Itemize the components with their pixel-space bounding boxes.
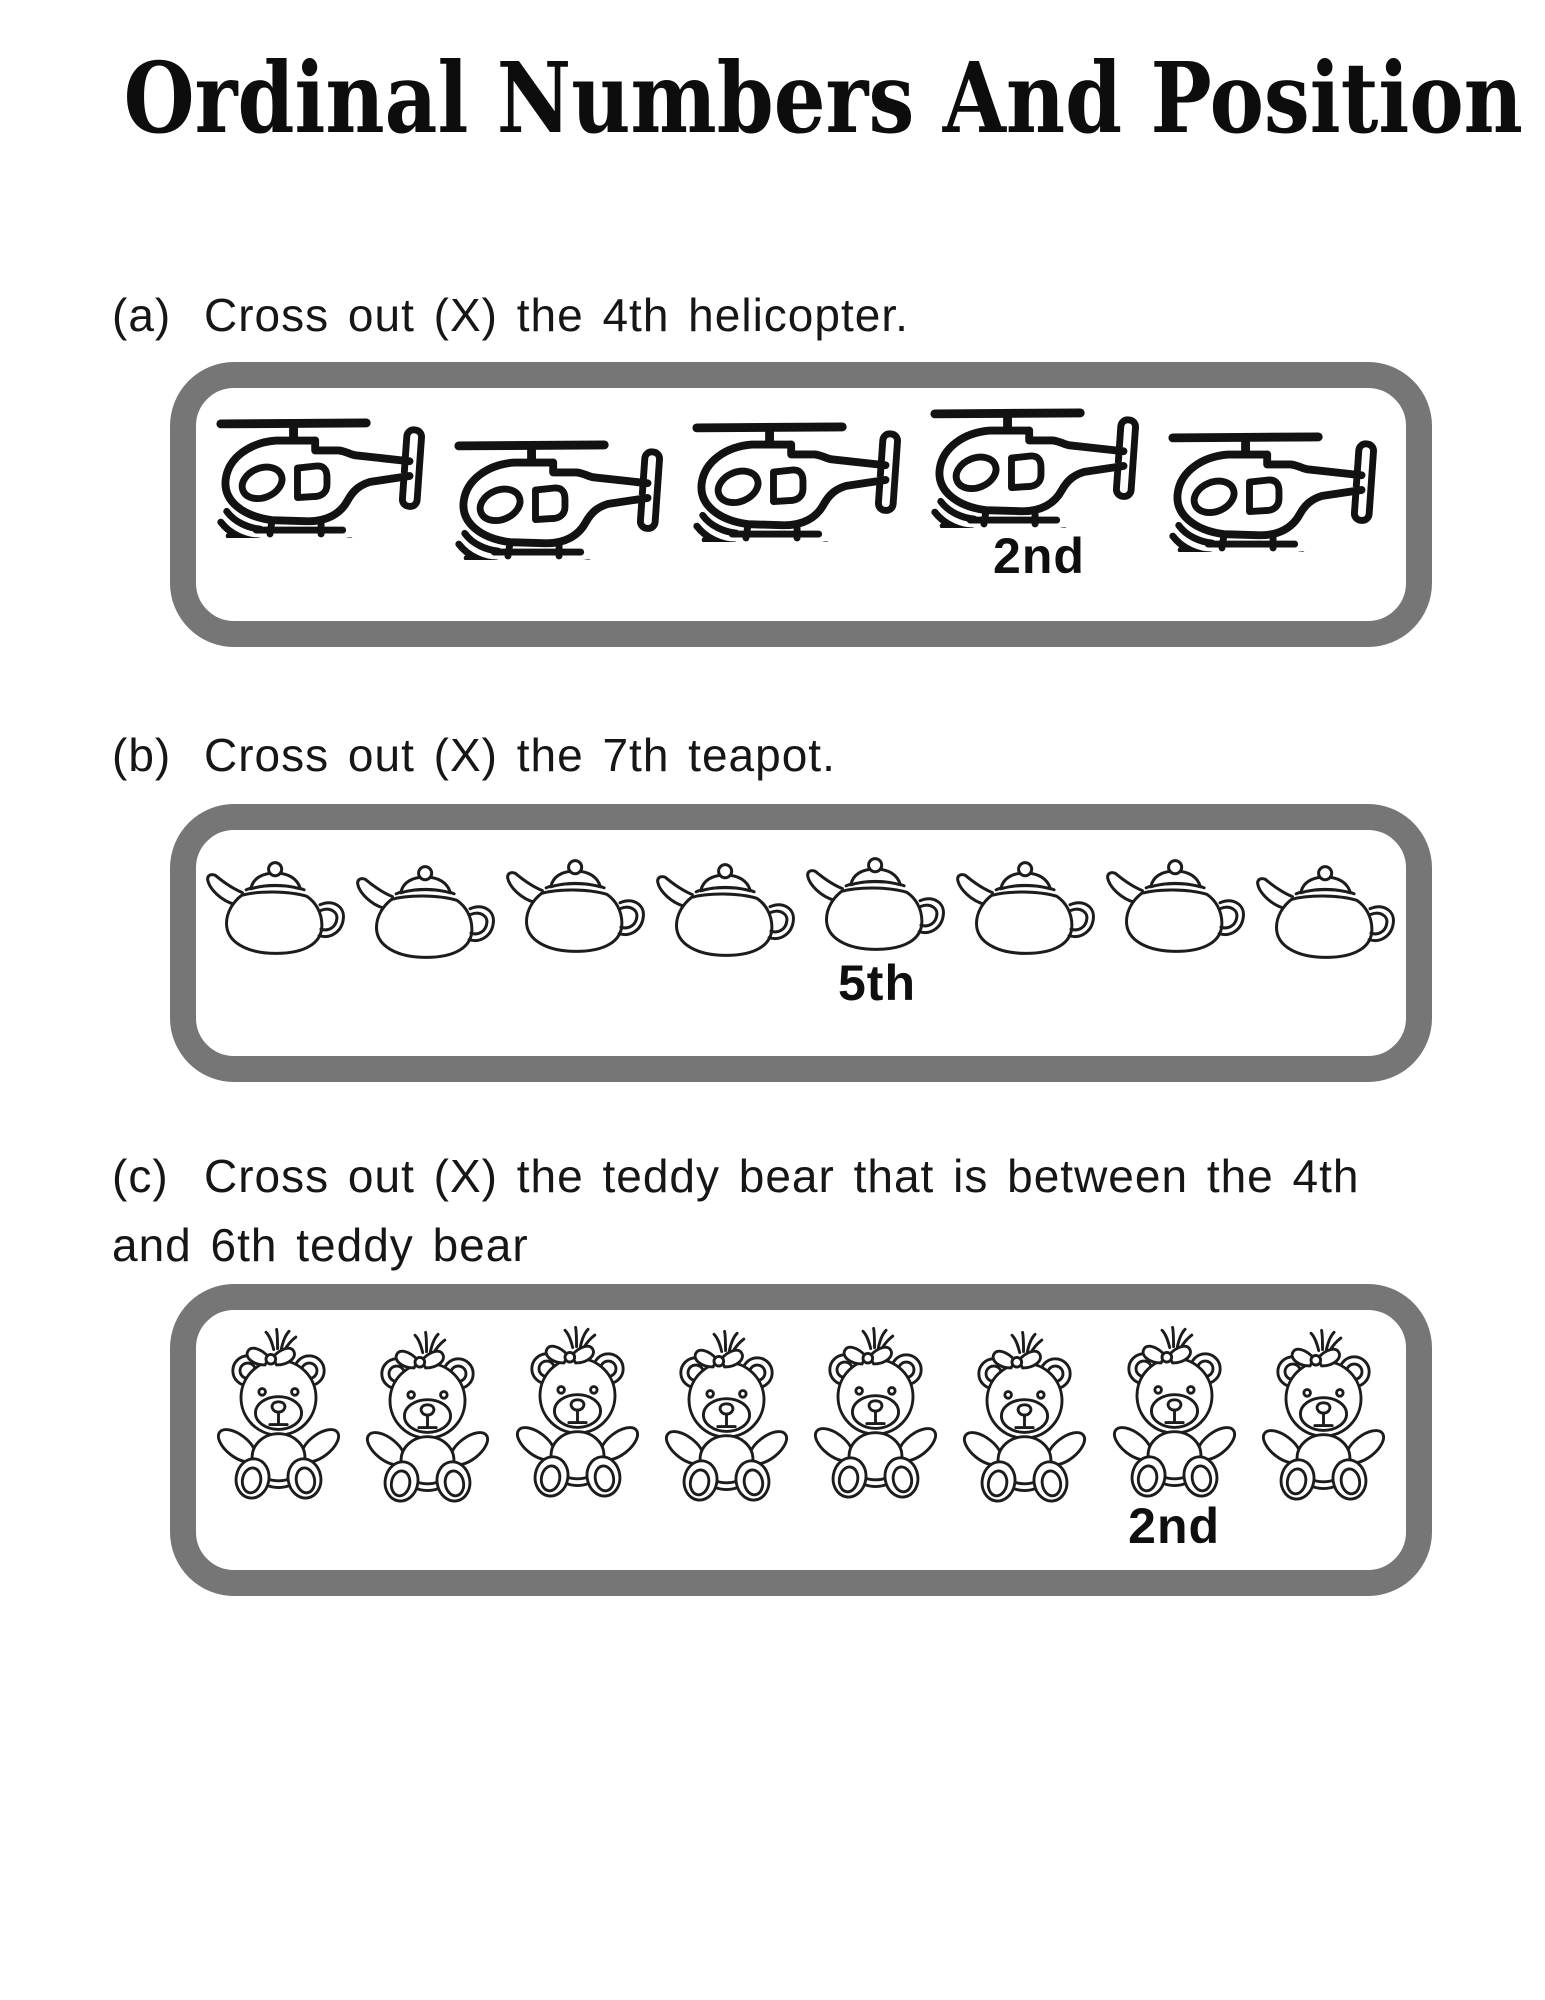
teapot-item-6[interactable]	[952, 854, 1102, 959]
teapot-icon	[506, 858, 645, 953]
helicopter-item-5[interactable]	[1158, 400, 1396, 552]
ordinal-label: 5th	[838, 954, 916, 1011]
question-b: (b) Cross out (X) the 7th teapot.	[0, 721, 1545, 790]
teapot-icon	[656, 862, 795, 957]
teapot-icon	[206, 860, 345, 955]
teddy-bear-icon	[1111, 1325, 1237, 1498]
teddy-bear-item-4[interactable]	[652, 1326, 801, 1502]
helicopter-item-2[interactable]	[444, 400, 682, 560]
item-box-b: 5th	[170, 803, 1432, 1082]
teddy-bear-icon	[1260, 1328, 1386, 1501]
teddy-bear-item-6[interactable]	[950, 1326, 1099, 1503]
teddy-bear-icon	[216, 1327, 342, 1500]
teapot-item-5[interactable]: 5th	[802, 854, 952, 1010]
question-text: Cross out (X) the 4th helicopter.	[204, 288, 909, 341]
item-box-a: 2nd	[170, 361, 1432, 647]
teddy-bear-icon	[365, 1330, 491, 1503]
teddy-bear-icon	[813, 1326, 939, 1499]
ordinal-label: 2nd	[1128, 1497, 1221, 1554]
helicopter-icon	[211, 410, 439, 538]
question-text: and 6th teddy bear	[112, 1218, 529, 1271]
teddy-bear-item-1[interactable]	[204, 1326, 353, 1500]
question-label: (a)	[112, 288, 172, 341]
teapot-row: 5th	[196, 830, 1406, 1010]
helicopter-item-4[interactable]: 2nd	[920, 400, 1158, 583]
teapot-item-4[interactable]	[652, 854, 802, 961]
teapot-item-1[interactable]	[202, 854, 352, 959]
helicopter-icon	[1163, 424, 1391, 552]
teddy-bear-item-2[interactable]	[353, 1326, 502, 1503]
teapot-icon	[356, 864, 495, 959]
teapot-icon	[806, 856, 945, 951]
teapot-item-2[interactable]	[352, 854, 502, 963]
teddy-bear-item-3[interactable]	[503, 1325, 652, 1498]
helicopter-item-3[interactable]	[682, 400, 920, 542]
teddy-bear-item-5[interactable]	[801, 1326, 950, 1499]
question-label: (c)	[112, 1149, 169, 1202]
helicopter-row: 2nd	[196, 388, 1406, 583]
teddy-bear-icon	[663, 1329, 789, 1502]
teapot-icon	[956, 860, 1095, 955]
question-label: (b)	[112, 728, 172, 781]
question-text: Cross out (X) the 7th teapot.	[204, 728, 836, 781]
question-a: (a) Cross out (X) the 4th helicopter.	[0, 281, 1545, 350]
helicopter-item-1[interactable]	[206, 400, 444, 538]
helicopter-icon	[687, 414, 915, 542]
teapot-item-3[interactable]	[502, 854, 652, 957]
helicopter-icon	[449, 432, 677, 560]
question-c: (c) Cross out (X) the teddy bear that is …	[0, 1142, 1545, 1280]
teddy-bear-row: 2nd	[196, 1310, 1406, 1553]
teapot-icon	[1106, 858, 1245, 953]
question-text: Cross out (X) the teddy bear that is bet…	[204, 1149, 1360, 1202]
teapot-item-7[interactable]	[1102, 854, 1252, 957]
helicopter-icon	[925, 400, 1153, 528]
item-box-c: 2nd	[170, 1283, 1432, 1596]
ordinal-label: 2nd	[993, 527, 1085, 584]
teddy-bear-icon	[962, 1330, 1088, 1503]
teapot-icon	[1256, 864, 1395, 959]
teapot-item-8[interactable]	[1252, 854, 1402, 963]
page-title: Ordinal Numbers And Position	[123, 41, 1523, 155]
teddy-bear-item-8[interactable]	[1249, 1326, 1398, 1501]
teddy-bear-item-7[interactable]: 2nd	[1100, 1325, 1249, 1554]
teddy-bear-icon	[514, 1325, 640, 1498]
